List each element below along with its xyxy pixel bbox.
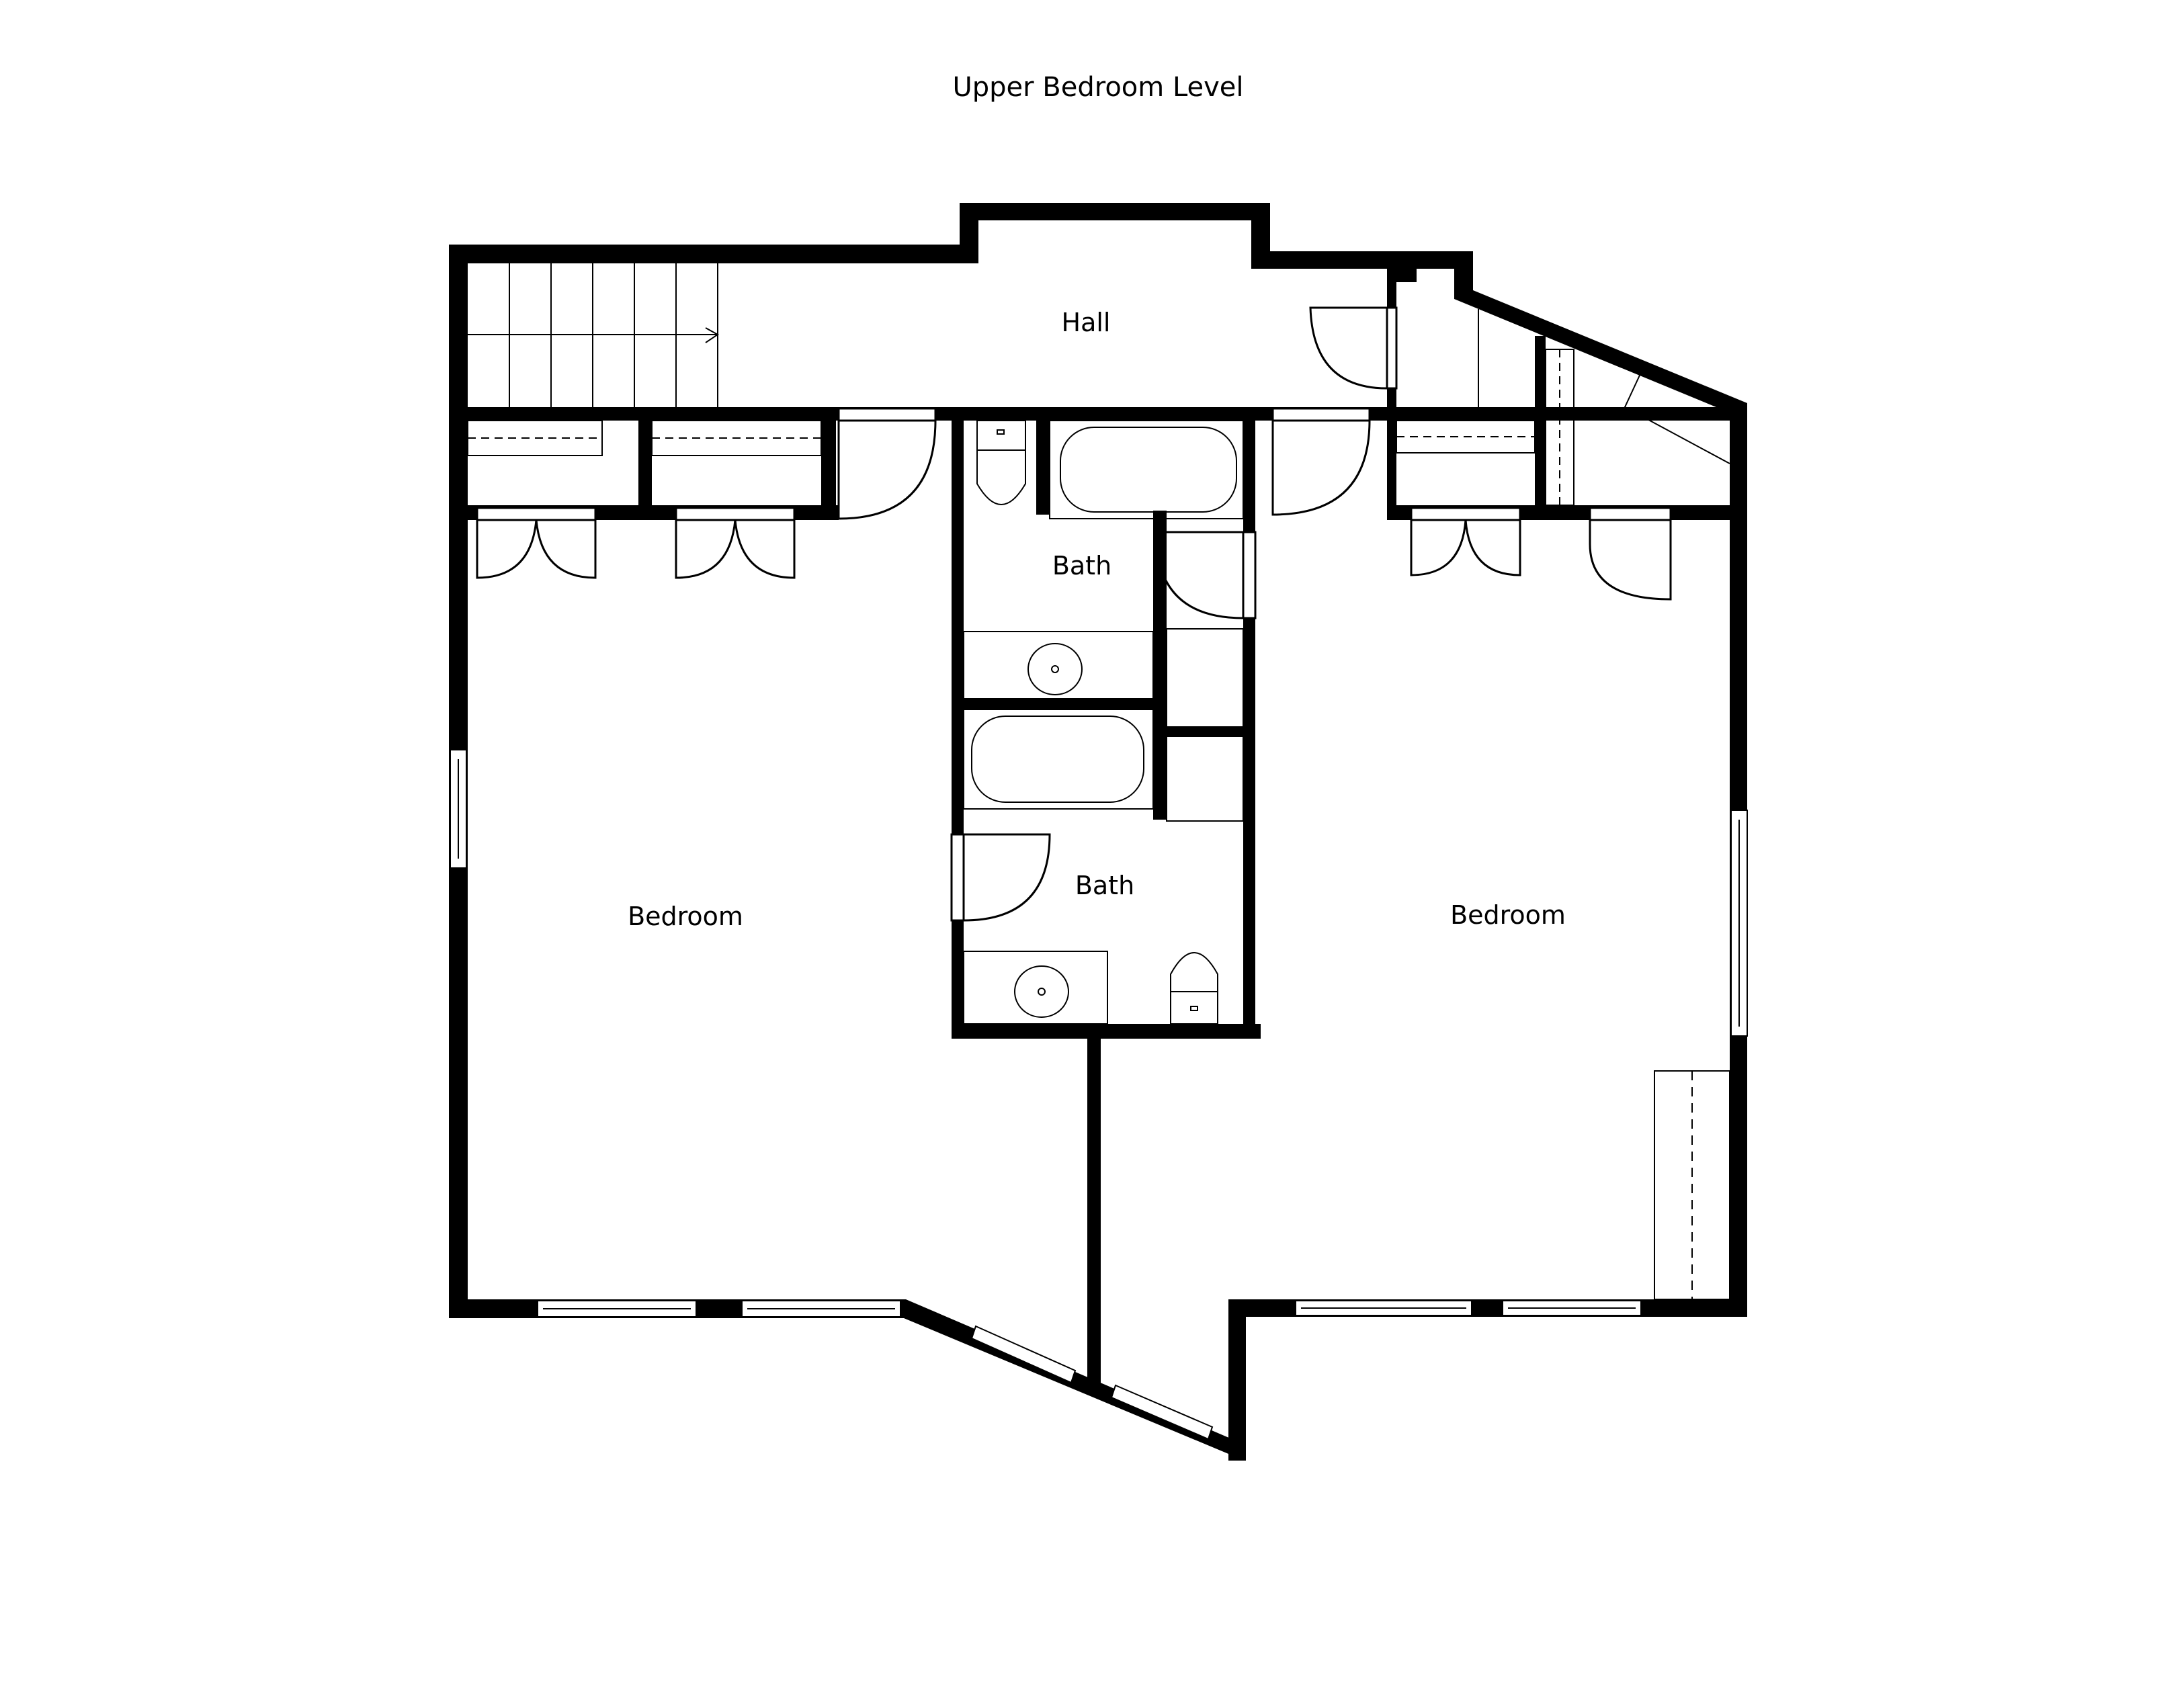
doors	[476, 306, 1672, 922]
page-title: Upper Bedroom Level	[952, 72, 1244, 103]
closet-rods	[467, 309, 1730, 1300]
room-label-bedroom-left: Bedroom	[628, 902, 743, 931]
stairs-icon	[468, 263, 719, 407]
room-label-bath-upper: Bath	[1052, 551, 1112, 580]
bathtub-icon	[963, 420, 1244, 810]
toilet-icon	[976, 420, 1218, 1025]
room-label-bedroom-right: Bedroom	[1450, 900, 1566, 930]
walls	[449, 203, 1747, 1461]
room-label-bath-lower: Bath	[1075, 871, 1135, 900]
windows	[450, 749, 1748, 1440]
room-label-hall: Hall	[1061, 308, 1111, 337]
sink-icon	[963, 628, 1244, 1025]
